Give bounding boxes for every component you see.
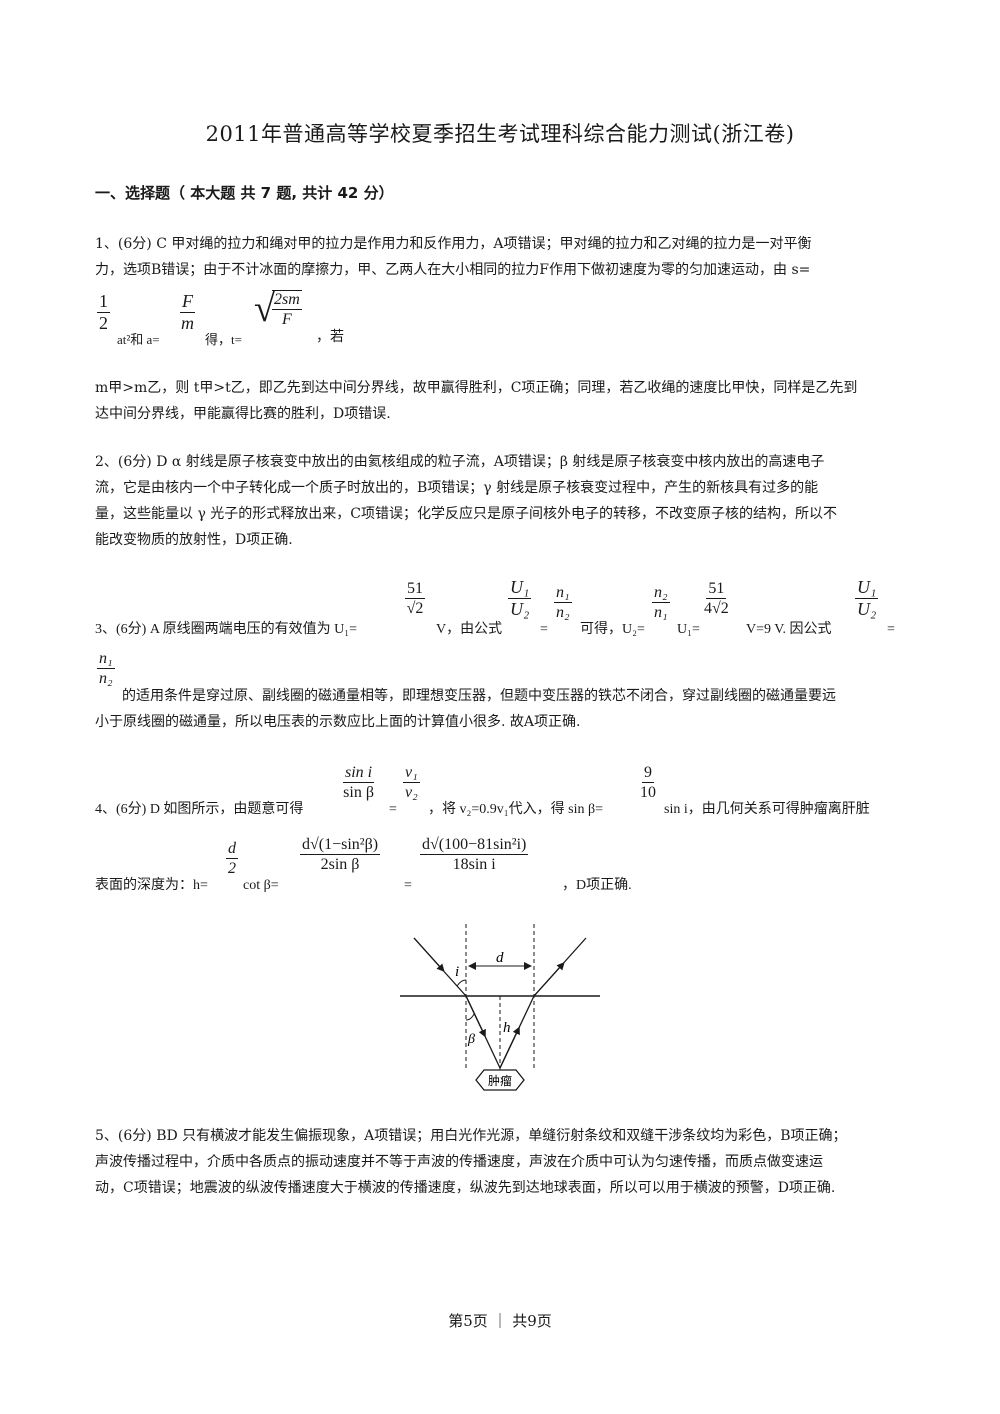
denominator: n₁	[654, 603, 668, 621]
fraction-n1-n2: n₁ n₂	[554, 584, 572, 621]
numerator: F	[180, 291, 195, 313]
q2-line-1: 2、(6分) D α 射线是原子核衰变中放出的由氦核组成的粒子流，A项错误；β …	[95, 454, 825, 470]
q4-text-4: 表面的深度为：h=	[95, 878, 208, 893]
q4-text-1: 4、(6分) D 如图所示，由题意可得	[95, 802, 304, 817]
fraction-u1-u2-b: U₁ U₂	[855, 577, 879, 620]
numerator: sin i	[343, 764, 375, 783]
q5-line-2: 声波传播过程中，介质中各质点的振动速度并不等于声波的传播速度，声波在介质中可认为…	[95, 1154, 823, 1170]
label-h: h	[503, 1020, 511, 1036]
label-tumor: 肿瘤	[488, 1073, 512, 1088]
q3-line-3: 小于原线圈的磁通量，所以电压表的示数应比上面的计算值小很多. 故A项正确.	[95, 714, 581, 730]
q3-text-2: V，由公式	[436, 622, 503, 637]
equals-sign-b: =	[887, 622, 895, 637]
numerator: 51	[405, 580, 425, 599]
d-arrow-right	[524, 962, 532, 970]
fraction-d-2: d 2	[226, 840, 238, 877]
refraction-diagram: i d h β 肿瘤	[400, 924, 600, 1091]
numerator: d√(1−sin²β)	[300, 836, 381, 855]
numerator: n₁	[554, 584, 572, 603]
denominator: 2sin β	[320, 855, 360, 873]
q3-text-4: U₁=	[677, 622, 700, 637]
q5-line-3: 动，C项错误；地震波的纵波传播速度大于横波的传播速度，纵波先到达地球表面，所以可…	[95, 1180, 836, 1196]
denominator: F	[282, 310, 292, 328]
fraction-51-sqrt2: 51 √2	[405, 580, 425, 617]
q2-line-3: 量，这些能量以 γ 光子的形式释放出来，C项错误；化学反应只是原子间核外电子的转…	[95, 506, 837, 522]
section-heading: 一、选择题（ 本大题 共 7 题, 共计 42 分）	[95, 184, 394, 202]
q4-text-3: sin i，由几何关系可得肿瘤离肝脏	[664, 802, 870, 817]
tumor-box	[475, 1069, 525, 1091]
reflected-ray-arrow	[499, 1026, 520, 1069]
numerator: U₁	[508, 577, 532, 599]
fraction-f-over-m: F m	[180, 291, 195, 334]
fraction-51-4sqrt2: 51 4√2	[704, 580, 729, 617]
sqrt-sign: √	[254, 288, 275, 330]
q3-text-3: 可得，U₂=	[580, 622, 645, 637]
numerator: U₁	[855, 577, 879, 599]
page-title: 2011年普通高等学校夏季招生考试理科综合能力测试(浙江卷)	[205, 122, 795, 146]
q1-line-1: 1、(6分) C 甲对绳的拉力和绳对甲的拉力是作用力和反作用力，A项错误；甲对绳…	[95, 236, 812, 252]
q4-text-6: ，D项正确.	[562, 878, 632, 893]
q3-line-2: 的适用条件是穿过原、副线圈的磁通量相等，即理想变压器，但题中变压器的铁芯不闭合，…	[122, 688, 836, 704]
numerator: 2sm	[272, 291, 302, 310]
q5-line-1: 5、(6分) BD 只有横波才能发生偏振现象，A项错误；用白光作光源，单缝衍射条…	[95, 1128, 847, 1144]
emergent-ray-arrow	[533, 962, 565, 997]
q2-line-4: 能改变物质的放射性，D项正确.	[95, 532, 293, 548]
fraction-v1-v2: v₁ v₂	[403, 764, 420, 801]
equals-sign-c: =	[389, 802, 397, 817]
label-beta: β	[467, 1032, 475, 1047]
denominator: U₂	[857, 598, 877, 619]
denominator: √2	[406, 599, 424, 617]
denominator: n₂	[556, 603, 570, 621]
q1-de: 得，t=	[205, 332, 242, 347]
denominator: 2	[99, 312, 108, 333]
denominator: n₂	[99, 669, 113, 687]
q4-text-5: cot β=	[243, 878, 279, 893]
numerator: d√(100−81sin²i)	[420, 836, 529, 855]
sqrt-fraction: 2sm F	[272, 290, 302, 328]
numerator: d	[226, 840, 238, 859]
fraction-u1-u2: U₁ U₂	[508, 577, 532, 620]
angle-beta-arc	[465, 1013, 475, 1021]
fraction-n1-n2-b: n₁ n₂	[97, 650, 115, 687]
numerator: 1	[97, 291, 110, 313]
refracted-ray-arrow	[465, 995, 486, 1038]
q2-line-2: 流，它是由核内一个中子转化成一个质子时放出的，B项错误；γ 射线是原子核衰变过程…	[95, 480, 819, 496]
denominator: U₂	[510, 598, 530, 619]
q1-ruo: ，若	[316, 330, 344, 345]
numerator: n₂	[652, 584, 670, 603]
q4-text-2: ，将 v₂=0.9v₁代入，得 sin β=	[428, 802, 604, 817]
numerator: 9	[642, 764, 654, 783]
fraction-sini-sinbeta: sin i sin β	[343, 764, 375, 801]
numerator: 51	[706, 580, 727, 599]
fraction-h-i: d√(100−81sin²i) 18sin i	[420, 836, 529, 873]
label-d: d	[496, 950, 504, 966]
equals-sign: =	[540, 622, 548, 637]
denominator: 10	[640, 783, 656, 801]
incident-ray-arrow	[413, 937, 445, 972]
page-footer: 第5页 ｜ 共9页	[448, 1312, 552, 1330]
denominator: 2	[228, 859, 236, 877]
angle-i-arc	[456, 979, 467, 987]
denominator: v₂	[405, 783, 418, 801]
denominator: sin β	[343, 783, 374, 801]
fraction-9-10: 9 10	[640, 764, 656, 801]
denominator: 18sin i	[452, 855, 496, 873]
d-arrow-left	[468, 962, 476, 970]
fraction-n2-n1: n₂ n₁	[652, 584, 670, 621]
numerator: n₁	[97, 650, 115, 669]
numerator: v₁	[403, 764, 420, 783]
q1-at2: at²和 a=	[117, 332, 160, 347]
q1-line-4: 达中间分界线，甲能赢得比赛的胜利，D项错误.	[95, 406, 391, 422]
q3-text-5: V=9 V. 因公式	[746, 622, 832, 637]
fraction-h-beta: d√(1−sin²β) 2sin β	[300, 836, 381, 873]
fraction-half: 1 2	[97, 291, 110, 334]
denominator: m	[181, 312, 194, 333]
q1-line-2: 力，选项B错误；由于不计冰面的摩擦力，甲、乙两人在大小相同的拉力F作用下做初速度…	[95, 262, 811, 278]
q1-line-3: m甲>m乙，则 t甲>t乙，即乙先到达中间分界线，故甲赢得胜利，C项正确；同理，…	[95, 380, 858, 396]
denominator: 4√2	[704, 599, 729, 617]
q3-text-1: 3、(6分) A 原线圈两端电压的有效值为 U₁=	[95, 622, 358, 637]
equals-sign-d: =	[404, 878, 412, 893]
label-i: i	[455, 964, 459, 980]
